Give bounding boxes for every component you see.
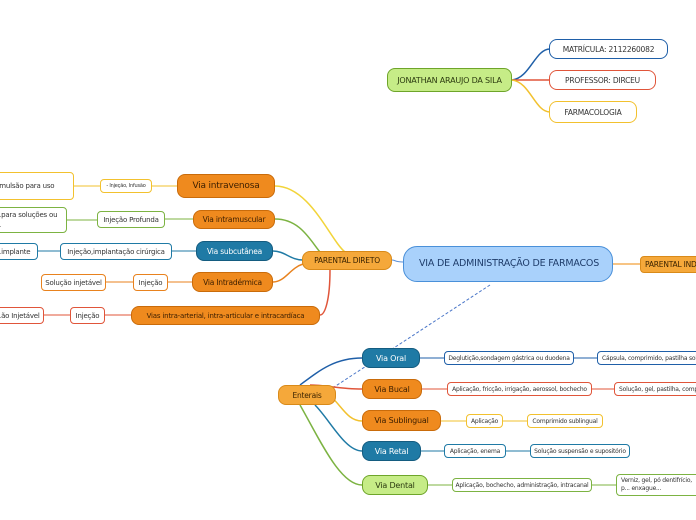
course-node[interactable]: FARMACOLOGIA (549, 101, 637, 123)
matricula-node[interactable]: MATRÍCULA: 2112260082 (549, 39, 668, 59)
link-pd-intramuscular (274, 218, 321, 253)
route-intramuscular[interactable]: Via intramuscular (193, 210, 275, 229)
method-oral[interactable]: Deglutição,sondagem gástrica ou duodena (444, 351, 574, 365)
route-oral[interactable]: Via Oral (362, 348, 420, 368)
form-sublingual[interactable]: Comprimido sublingual (527, 414, 603, 428)
route-sublingual[interactable]: Via Sublingual (362, 410, 441, 431)
central-topic[interactable]: VIA DE ADMINISTRAÇÃO DE FARMACOS (403, 246, 613, 282)
form-intradermica[interactable]: Solução injetável (41, 274, 106, 291)
professor-node[interactable]: PROFESSOR: DIRCEU (549, 70, 656, 90)
route-intravenosa[interactable]: Via intravenosa (177, 174, 275, 198)
method-dental[interactable]: Aplicação, bochecho, administração, intr… (452, 478, 592, 492)
form-intra-arterial[interactable]: ...ão Injetável (0, 307, 44, 324)
link-center-parental-direto (391, 259, 404, 263)
form-subcutanea[interactable]: ...implante (0, 243, 38, 260)
link-en-dental (299, 404, 363, 486)
enterais-node[interactable]: Enterais (278, 385, 336, 405)
method-subcutanea[interactable]: Injeção,implantação cirúrgica (60, 243, 172, 260)
route-retal[interactable]: Via Retal (362, 441, 421, 461)
route-intradermica[interactable]: Via Intradérmica (192, 272, 273, 292)
link-pd-subcutanea (272, 250, 304, 261)
link-student-course (511, 79, 551, 113)
link-pd-intradermica (272, 263, 304, 283)
method-retal[interactable]: Aplicação, enema (444, 444, 506, 458)
method-intramuscular[interactable]: Injeção Profunda (97, 211, 165, 228)
route-subcutanea[interactable]: Via subcutânea (196, 241, 273, 261)
form-oral[interactable]: Cápsula, comprimido, pastilha sol... (597, 351, 696, 365)
method-intradermica[interactable]: Injeção (133, 274, 168, 291)
route-intra-arterial[interactable]: Vias intra-arterial, intra-articular e i… (131, 306, 320, 325)
link-en-oral (299, 357, 363, 386)
route-dental[interactable]: Via Dental (362, 475, 428, 495)
link-pd-intravenosa (274, 185, 346, 253)
form-bucal[interactable]: Solução, gel, pastilha, comp... (614, 382, 696, 396)
link-center-enterais (324, 284, 491, 394)
link-pd-intra (319, 269, 331, 316)
method-intra-arterial[interactable]: Injeção (70, 307, 105, 324)
method-intravenosa[interactable]: - Injeção, Infusão (100, 179, 152, 193)
form-dental[interactable]: Verniz, gel, pó dentifrício, p... enxagu… (616, 474, 696, 496)
student-name-node[interactable]: JONATHAN ARAUJO DA SILA (387, 68, 512, 92)
form-retal[interactable]: Solução suspensão e supositório (530, 444, 630, 458)
method-bucal[interactable]: Aplicação, fricção, irrigação, aerossol,… (447, 382, 592, 396)
link-student-matricula (511, 48, 551, 81)
parental-indireto-node[interactable]: PARENTAL INDIRETO (640, 256, 696, 273)
form-intramuscular[interactable]: ...para soluções ou ... (0, 207, 67, 233)
form-intravenosa[interactable]: Emulsão para uso (0, 172, 74, 200)
link-en-retal (314, 404, 363, 452)
route-bucal[interactable]: Via Bucal (362, 379, 422, 399)
method-sublingual[interactable]: Aplicação (466, 414, 503, 428)
parental-direto-node[interactable]: PARENTAL DIRETO (302, 251, 392, 270)
